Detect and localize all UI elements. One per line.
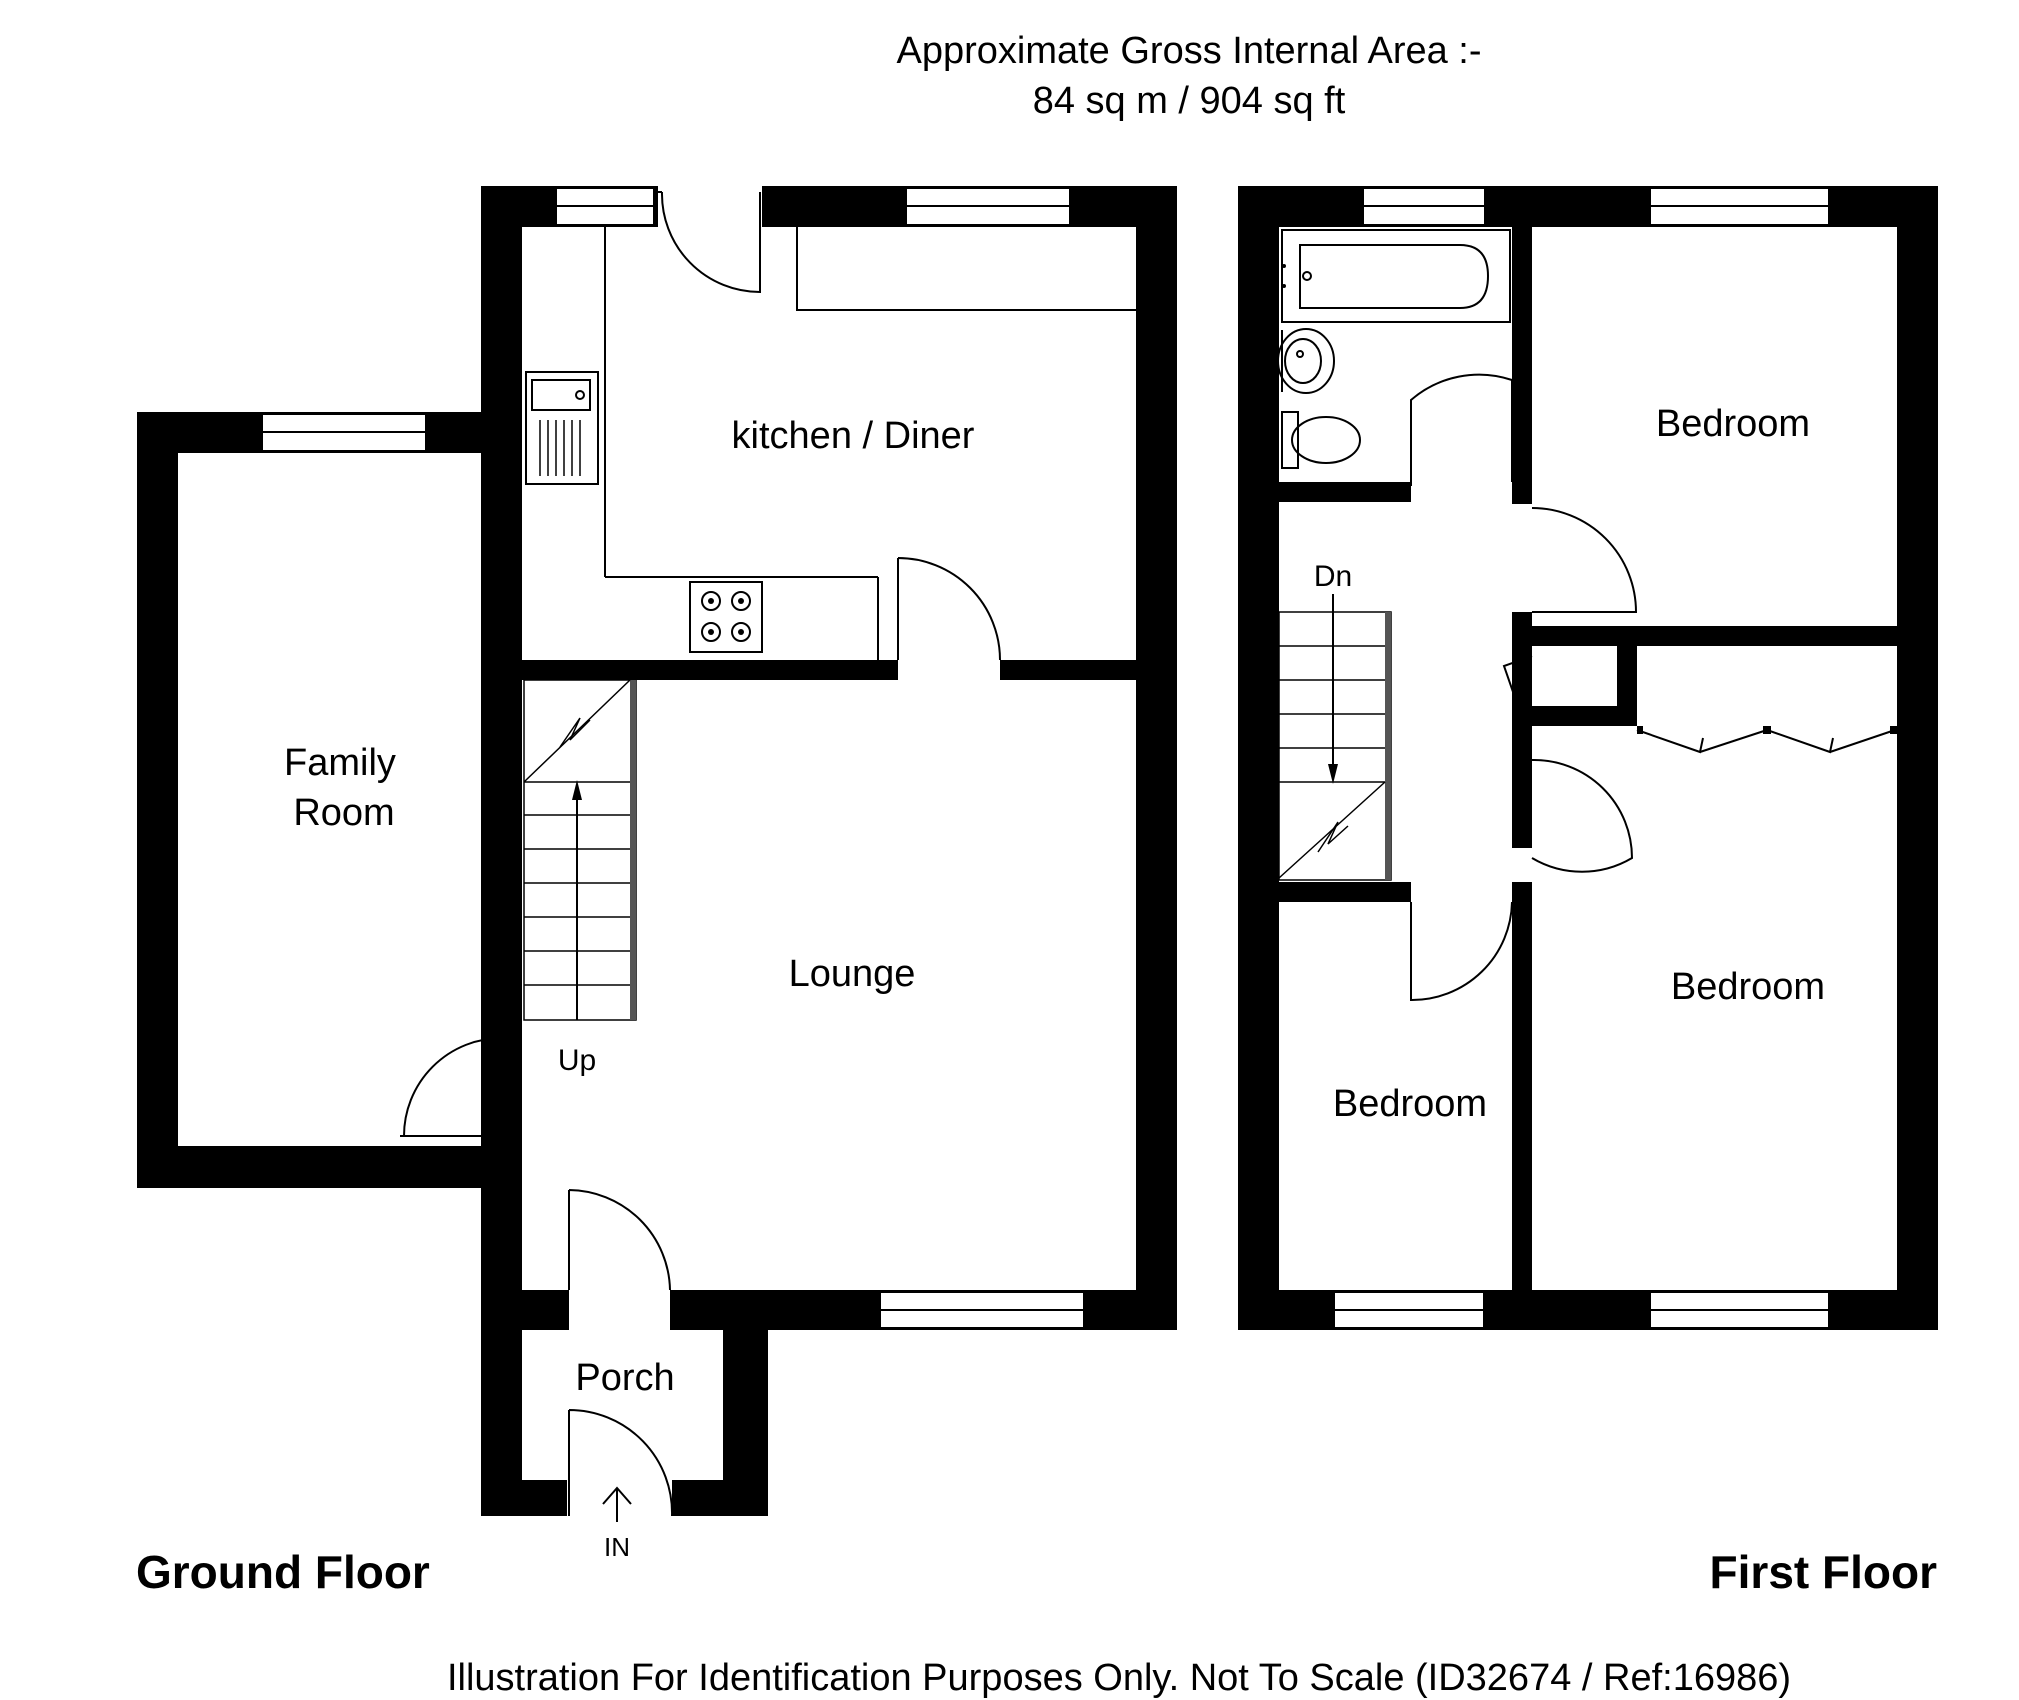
door [1410,901,1513,1002]
door [400,1037,503,1137]
wall [1512,227,1532,504]
entrance-label: IN [604,1532,630,1562]
wall [1238,186,1938,227]
wall [502,1136,522,1146]
wall [481,1480,567,1516]
toilet-icon [1281,411,1361,469]
wall [137,412,178,1188]
entrance-arrow-icon [602,1486,632,1522]
basin-icon [1277,328,1335,394]
room-label-bedroom-bottom-right: Bedroom [1671,966,1825,1008]
wardrobe [1636,726,1898,754]
first-floor-plan: Dn Bedroom Bedroom Bedroom First Floor [1238,186,1938,1598]
door [1531,758,1634,873]
sink-icon [525,371,599,485]
door [897,557,1001,661]
room-label-family-line1: Family [284,742,396,784]
door [658,191,761,294]
door [1531,507,1638,613]
door [568,1409,674,1517]
wall [1279,882,1411,902]
room-label-bedroom-top-right: Bedroom [1656,403,1810,445]
wall [1897,186,1938,1330]
first-floor-title: First Floor [1710,1546,1938,1598]
wall [672,1480,768,1516]
wall [723,1290,768,1516]
room-label-lounge: Lounge [789,953,916,995]
bath-icon [1281,229,1511,323]
door [1502,655,1533,713]
wall [1512,882,1532,1290]
disclaimer: Illustration For Identification Purposes… [447,1657,1791,1699]
wall [1279,482,1411,502]
first-staircase [1278,594,1392,881]
wall [1512,830,1532,848]
gross-area-title: Approximate Gross Internal Area :- [896,30,1481,72]
room-label-porch: Porch [575,1357,674,1399]
stairs-up-label: Up [558,1044,596,1077]
room-label-family-line2: Room [293,792,394,834]
door [1410,373,1513,486]
wall [1512,612,1532,848]
hob-icon [689,581,763,653]
wall [1512,626,1897,646]
ground-floor-title: Ground Floor [136,1546,430,1598]
door [568,1189,671,1291]
stairs-down-label: Dn [1314,560,1352,593]
room-label-bedroom-bottom-left: Bedroom [1333,1083,1487,1125]
wall [1617,646,1637,726]
wall [502,453,522,1036]
wall [522,660,898,680]
ground-staircase [523,679,637,1021]
wall [1532,706,1617,726]
room-label-kitchen: kitchen / Diner [732,415,975,457]
wall [1238,186,1279,1330]
ground-floor-plan: Up IN kitchen / Diner Family Room Lounge… [136,186,1177,1598]
wall [1136,186,1177,1330]
wall [481,1290,569,1330]
wall [137,1146,521,1188]
gross-area-value: 84 sq m / 904 sq ft [1033,80,1346,122]
wall [1000,660,1136,680]
